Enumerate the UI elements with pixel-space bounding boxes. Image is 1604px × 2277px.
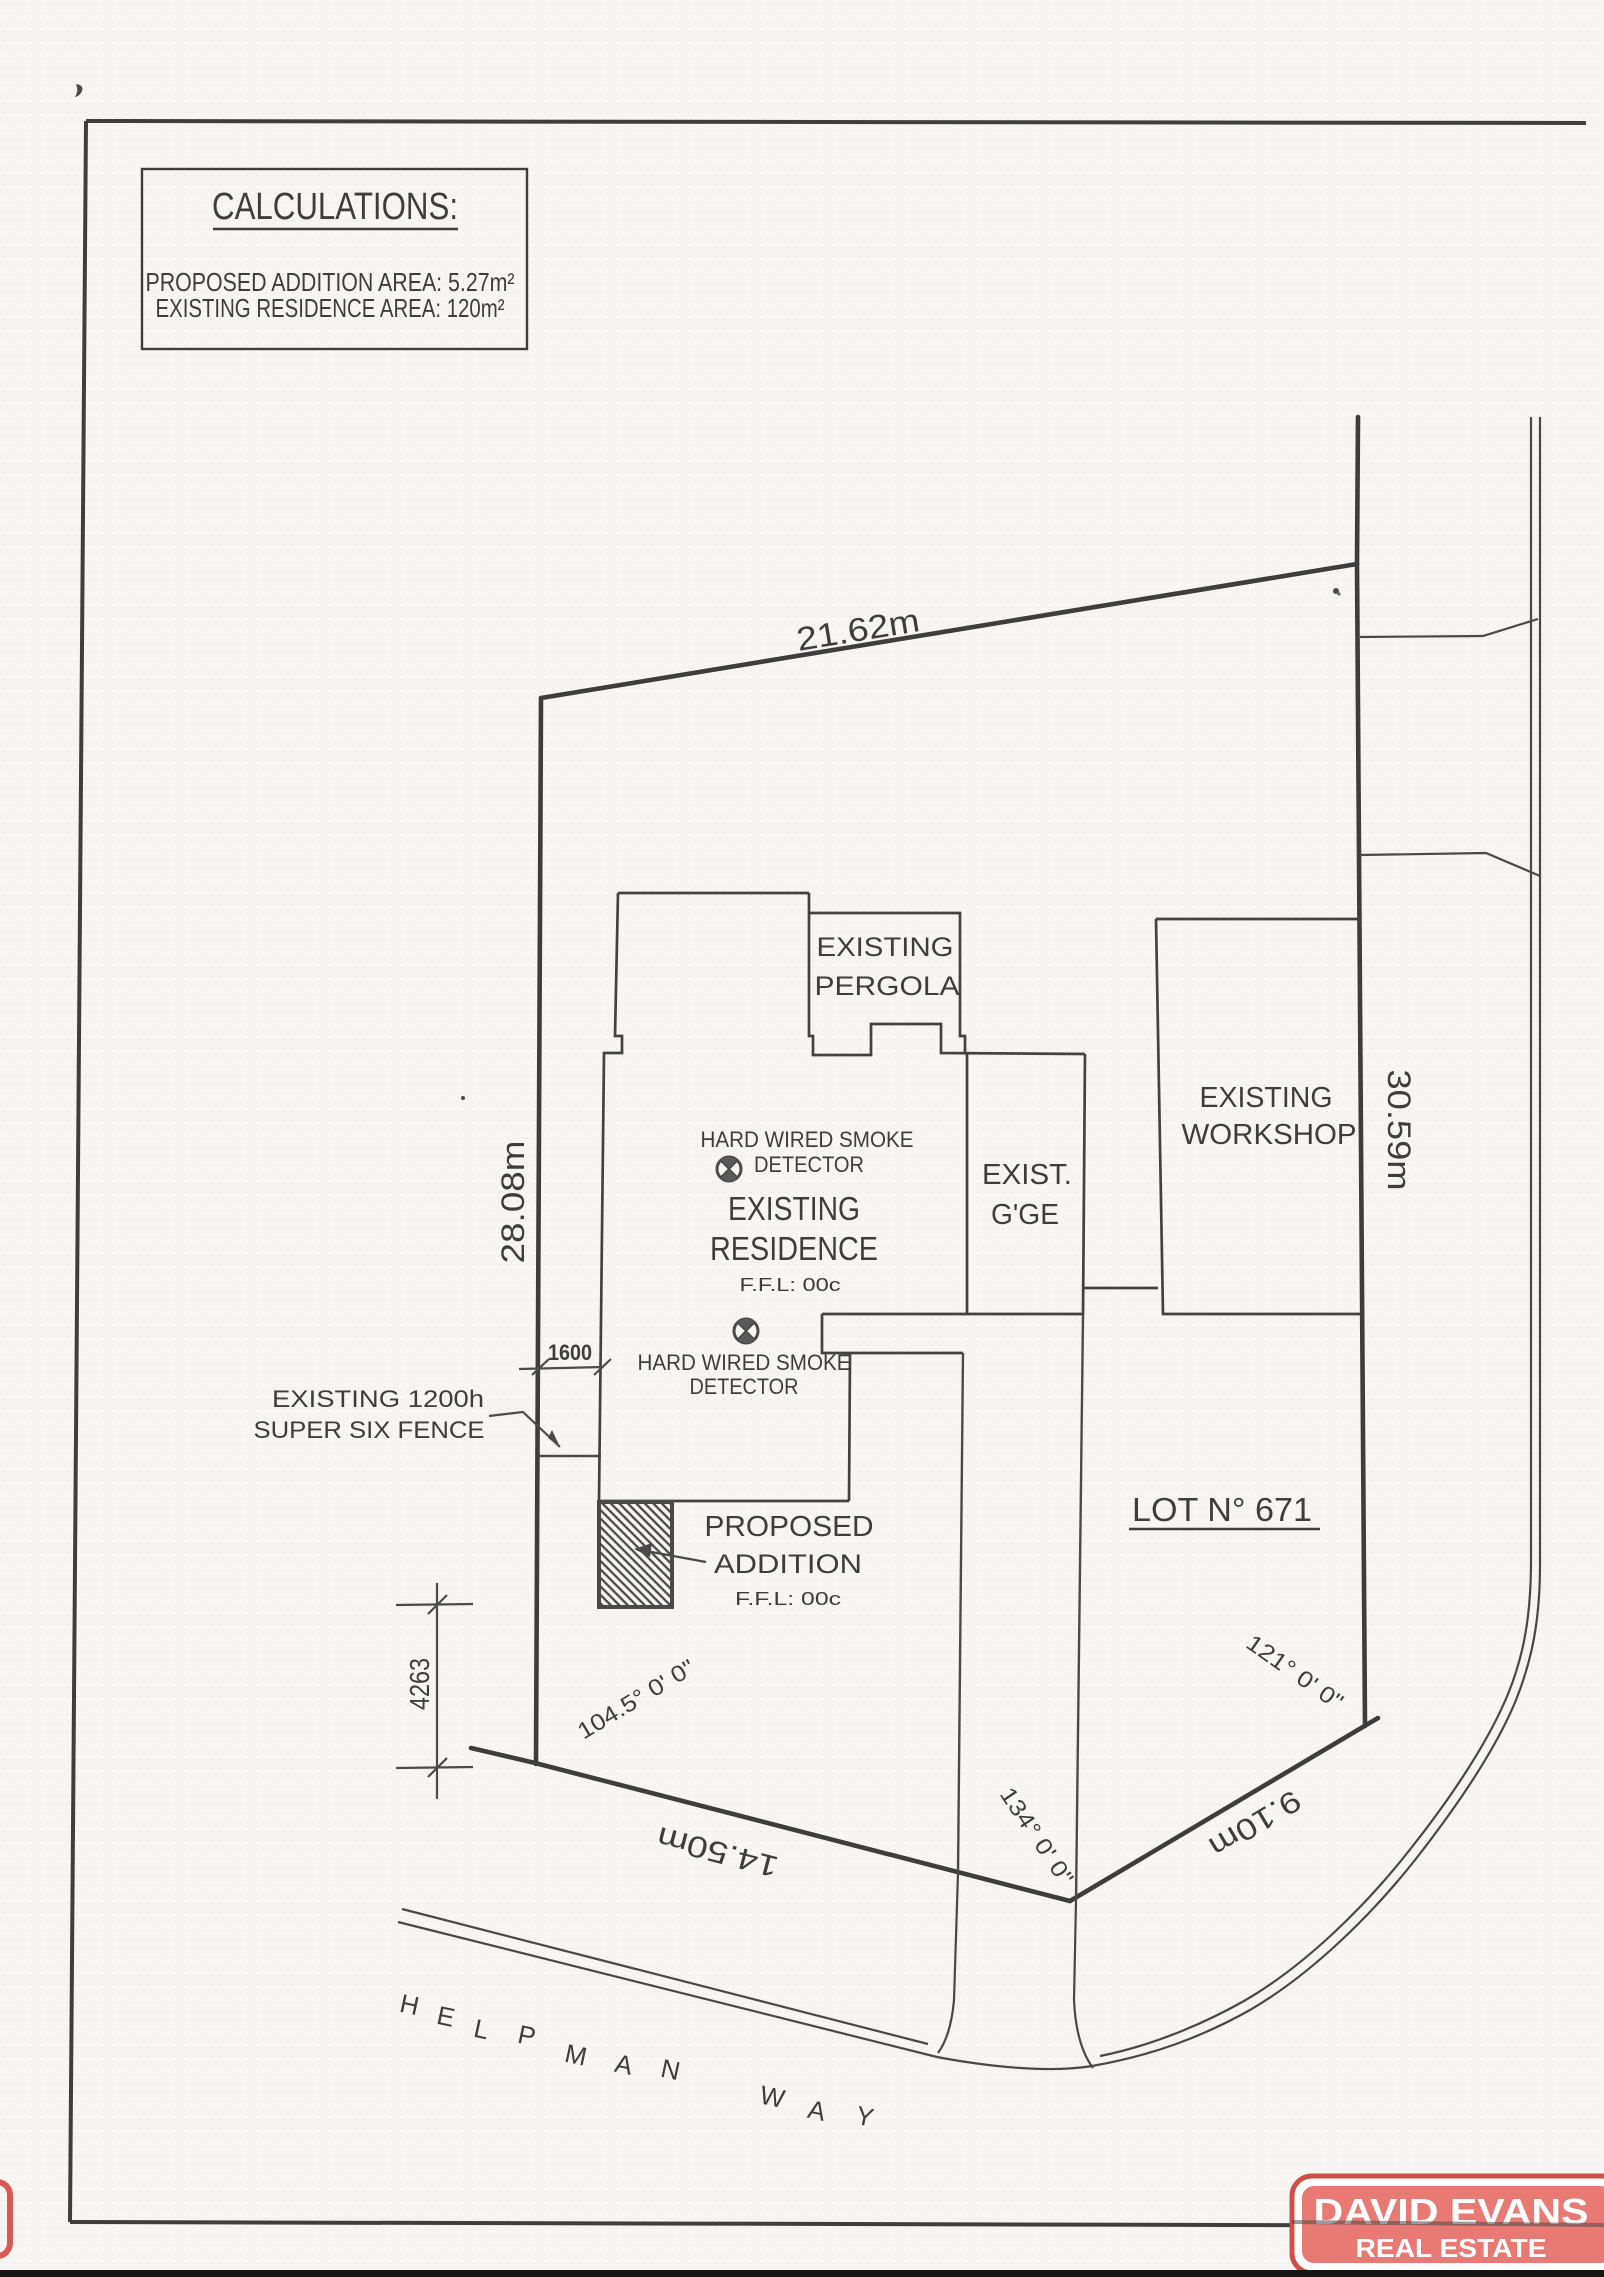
svg-text:SUPER SIX FENCE: SUPER SIX FENCE xyxy=(254,1417,485,1444)
svg-text:EXISTING: EXISTING xyxy=(1200,1082,1333,1114)
svg-text:30.59m: 30.59m xyxy=(1381,1070,1417,1191)
svg-text:L: L xyxy=(471,2013,491,2045)
svg-text:DETECTOR: DETECTOR xyxy=(754,1152,864,1177)
svg-text:G'GE: G'GE xyxy=(991,1199,1059,1231)
svg-text:A: A xyxy=(612,2048,636,2081)
svg-text:EXISTING RESIDENCE AREA: 120m²: EXISTING RESIDENCE AREA: 120m² xyxy=(156,293,505,323)
svg-text:REAL ESTATE: REAL ESTATE xyxy=(1356,2233,1547,2263)
svg-text:RESIDENCE: RESIDENCE xyxy=(710,1230,878,1267)
svg-text:EXISTING: EXISTING xyxy=(817,932,954,962)
svg-text:HARD WIRED SMOKE: HARD WIRED SMOKE xyxy=(638,1350,851,1375)
svg-text:F.F.L: 00c: F.F.L: 00c xyxy=(735,1589,841,1609)
svg-text:E: E xyxy=(434,2000,457,2033)
svg-text:PROPOSED ADDITION AREA: 5.27m²: PROPOSED ADDITION AREA: 5.27m² xyxy=(146,267,515,297)
svg-text:P: P xyxy=(515,2019,538,2052)
svg-text:F.F.L: 00c: F.F.L: 00c xyxy=(740,1275,841,1295)
svg-text:PROPOSED: PROPOSED xyxy=(705,1511,874,1543)
svg-text:DETECTOR: DETECTOR xyxy=(690,1374,799,1399)
svg-text:EXISTING 1200h: EXISTING 1200h xyxy=(272,1386,484,1413)
svg-text:CALCULATIONS:: CALCULATIONS: xyxy=(212,186,458,228)
svg-text:LOT N° 671: LOT N° 671 xyxy=(1132,1491,1312,1528)
svg-text:EXISTING: EXISTING xyxy=(728,1190,860,1227)
svg-text:Y: Y xyxy=(853,2100,876,2133)
svg-text:ADDITION: ADDITION xyxy=(714,1549,862,1579)
svg-text:PERGOLA: PERGOLA xyxy=(815,971,960,1001)
svg-text:A: A xyxy=(805,2094,829,2127)
svg-text:WORKSHOP: WORKSHOP xyxy=(1182,1119,1357,1151)
svg-text:4263: 4263 xyxy=(404,1658,435,1710)
svg-text:EXIST.: EXIST. xyxy=(982,1159,1072,1191)
svg-text:28.08m: 28.08m xyxy=(495,1141,531,1264)
svg-text:HARD WIRED SMOKE: HARD WIRED SMOKE xyxy=(701,1127,914,1152)
svg-text:1600: 1600 xyxy=(548,1340,592,1365)
